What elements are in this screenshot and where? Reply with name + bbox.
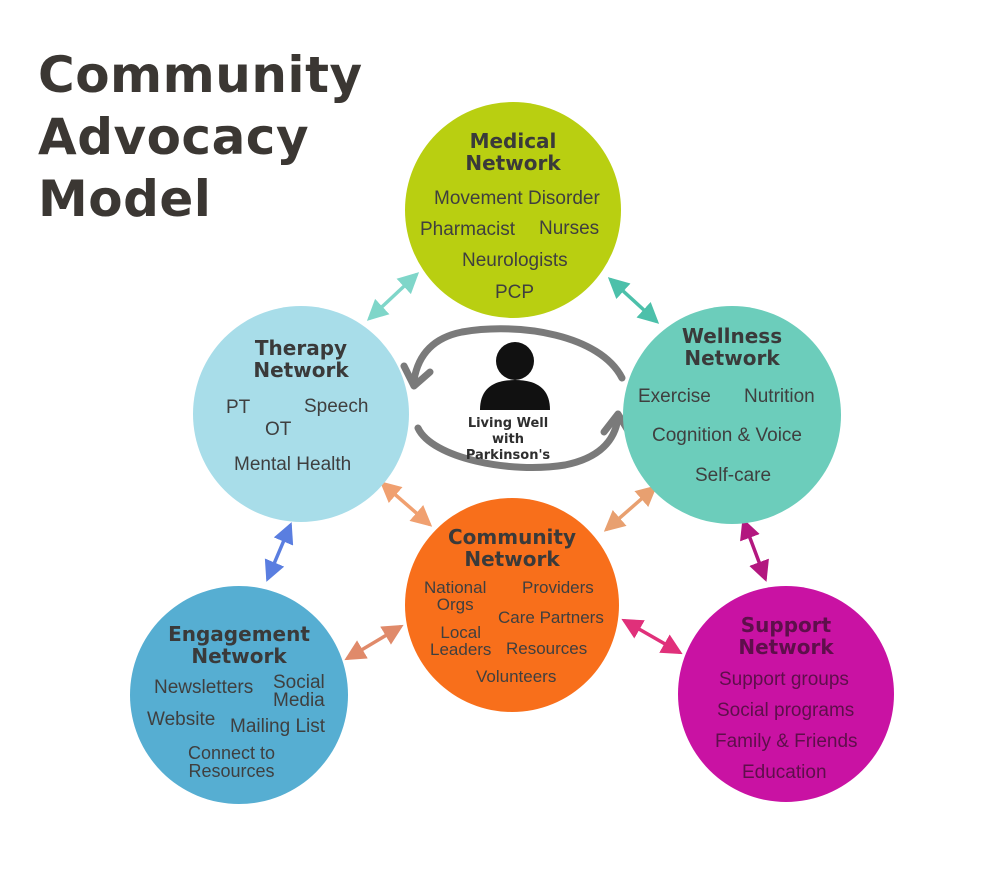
- community-item-leaders: Leaders: [430, 640, 492, 659]
- support-network-node: Support Network Support groups Social pr…: [678, 586, 894, 802]
- community-item-local: Local: [440, 623, 482, 642]
- title-line-3: Model: [38, 170, 212, 228]
- therapy-item-mental-health: Mental Health: [234, 454, 352, 475]
- engagement-item-social: Social: [273, 672, 325, 693]
- community-item-resources: Resources: [506, 639, 588, 658]
- community-item-local-leaders: Local Leaders: [430, 624, 491, 658]
- community-item-national: National: [424, 578, 487, 597]
- community-item-providers: Providers: [522, 578, 594, 597]
- community-heading-line-1: Community: [447, 525, 577, 549]
- wellness-item-exercise: Exercise: [638, 386, 711, 407]
- community-item-orgs: Orgs: [436, 595, 474, 614]
- link-medical-wellness: [607, 277, 660, 324]
- diagram-title: Community Advocacy Model: [38, 44, 363, 230]
- engagement-item-mailing-list: Mailing List: [230, 716, 326, 737]
- title-line-2: Advocacy: [38, 108, 310, 166]
- therapy-heading-line-2: Network: [253, 358, 349, 382]
- support-heading-line-2: Network: [738, 635, 834, 659]
- cycle-arrowhead-left: [400, 362, 434, 390]
- engagement-network-node: Engagement Network Newsletters Social Me…: [130, 586, 348, 804]
- therapy-network-heading: Therapy Network: [193, 337, 409, 381]
- link-medical-therapy: [366, 272, 420, 321]
- wellness-item-self-care: Self-care: [695, 465, 772, 486]
- therapy-network-node: Therapy Network PT Speech OT Mental Heal…: [193, 306, 409, 522]
- link-therapy-community: [379, 481, 433, 527]
- support-item-support-groups: Support groups: [719, 669, 849, 690]
- wellness-item-nutrition: Nutrition: [744, 386, 815, 407]
- therapy-heading-line-1: Therapy: [254, 336, 348, 360]
- engagement-item-social-media: Social Media: [273, 672, 325, 711]
- engagement-network-heading: Engagement Network: [130, 623, 348, 667]
- engagement-item-website: Website: [147, 709, 216, 730]
- support-item-family-friends: Family & Friends: [715, 731, 858, 752]
- support-heading-line-1: Support: [740, 613, 832, 637]
- engagement-item-newsletters: Newsletters: [154, 677, 254, 698]
- medical-heading-line-2: Network: [465, 151, 561, 175]
- title-line-1: Community: [38, 46, 363, 104]
- wellness-network-node: Wellness Network Exercise Nutrition Cogn…: [623, 306, 841, 524]
- wellness-network-heading: Wellness Network: [623, 325, 841, 369]
- link-wellness-community: [603, 485, 658, 532]
- cycle-arrows: [400, 325, 634, 471]
- community-item-volunteers: Volunteers: [476, 667, 557, 686]
- therapy-item-speech: Speech: [304, 396, 369, 417]
- cycle-arrow-bottom: [414, 414, 622, 471]
- support-network-heading: Support Network: [678, 614, 894, 658]
- medical-heading-line-1: Medical: [469, 129, 557, 153]
- engagement-item-connect-resources: Connect to Resources: [188, 744, 275, 780]
- person-icon: [480, 342, 550, 410]
- community-network-heading: Community Network: [405, 526, 619, 570]
- medical-item-nurses: Nurses: [539, 218, 600, 239]
- engagement-item-connect-to: Connect to: [188, 743, 276, 763]
- link-therapy-engagement: [264, 522, 294, 582]
- wellness-heading-line-2: Network: [684, 346, 780, 370]
- medical-item-pharmacist: Pharmacist: [420, 219, 516, 240]
- support-item-education: Education: [742, 762, 827, 783]
- community-heading-line-2: Network: [464, 547, 560, 571]
- engagement-heading-line-1: Engagement: [168, 622, 310, 646]
- medical-network-node: Medical Network Movement Disorder Pharma…: [405, 102, 621, 318]
- medical-network-heading: Medical Network: [405, 130, 621, 174]
- medical-item-neurologists: Neurologists: [462, 250, 568, 271]
- medical-item-pcp: PCP: [495, 282, 535, 303]
- wellness-item-cognition-voice: Cognition & Voice: [652, 425, 802, 446]
- center-label-line-2: with: [492, 432, 524, 447]
- center-label: Living Well with Parkinson's: [448, 416, 568, 464]
- wellness-heading-line-1: Wellness: [681, 324, 783, 348]
- community-item-national-orgs: National Orgs: [424, 579, 486, 613]
- community-item-care-partners: Care Partners: [498, 608, 604, 627]
- center-label-line-1: Living Well: [467, 416, 549, 431]
- link-community-support: [621, 618, 683, 655]
- link-community-engagement: [344, 624, 404, 661]
- therapy-item-pt: PT: [226, 397, 251, 418]
- therapy-item-ot: OT: [265, 419, 292, 440]
- support-item-social-programs: Social programs: [717, 700, 855, 721]
- medical-item-movement-disorder: Movement Disorder: [434, 188, 600, 209]
- cycle-arrow-top: [410, 325, 626, 384]
- community-network-node: Community Network National Orgs Provider…: [405, 498, 619, 712]
- engagement-item-resources: Resources: [188, 761, 275, 781]
- engagement-heading-line-2: Network: [191, 644, 287, 668]
- engagement-item-media: Media: [273, 690, 325, 711]
- center-label-line-3: Parkinson's: [465, 448, 551, 463]
- link-wellness-support: [740, 518, 769, 582]
